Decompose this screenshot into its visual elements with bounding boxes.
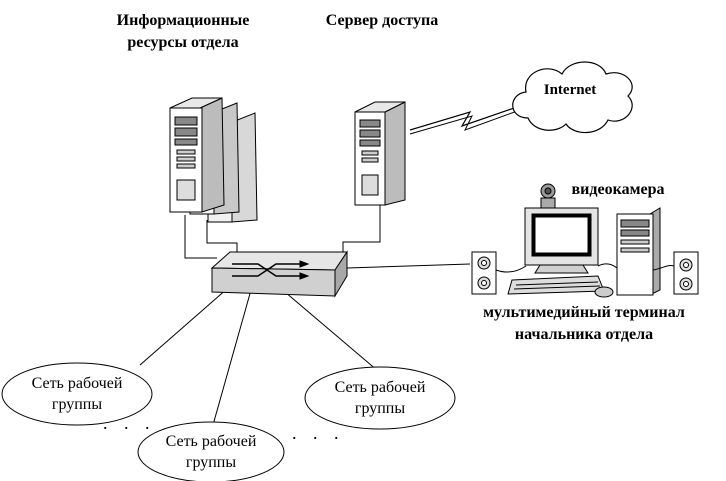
label-terminal: мультимедийный терминал начальника отдел… — [483, 304, 685, 343]
workgroup-ellipse-3 — [304, 366, 456, 430]
label-workgroup-2: Сеть рабочей группы — [165, 433, 257, 471]
cable-workgroup-2 — [212, 289, 252, 426]
internet-cloud — [512, 61, 633, 134]
network-switch — [210, 250, 348, 298]
ellipsis-right: . . . — [292, 423, 345, 443]
mouse — [594, 286, 614, 298]
workgroup-ellipse-1 — [1, 362, 153, 426]
cable-workgroup-3 — [284, 291, 379, 372]
label-workgroup-3: Сеть рабочей группы — [334, 379, 426, 417]
workgroup-ellipse-2 — [137, 421, 285, 481]
cable-access-server — [342, 205, 381, 255]
cable-terminal — [346, 263, 471, 269]
label-workgroup-1: Сеть рабочей группы — [31, 375, 123, 413]
label-internet: Internet — [543, 82, 597, 98]
multimedia-terminal — [471, 183, 699, 298]
ellipsis-left: . . . — [103, 413, 156, 433]
cable-workgroup-1 — [139, 287, 229, 366]
label-webcam: видеокамера — [571, 181, 665, 198]
access-server — [354, 101, 406, 206]
server-stack — [169, 97, 258, 223]
cable-server1 — [184, 215, 217, 259]
cable-server2 — [206, 220, 238, 255]
label-access-server: Сервер доступа — [325, 12, 439, 29]
label-info-resources: Информационные ресурсы отдела — [116, 12, 250, 51]
wireless-link — [409, 105, 521, 131]
